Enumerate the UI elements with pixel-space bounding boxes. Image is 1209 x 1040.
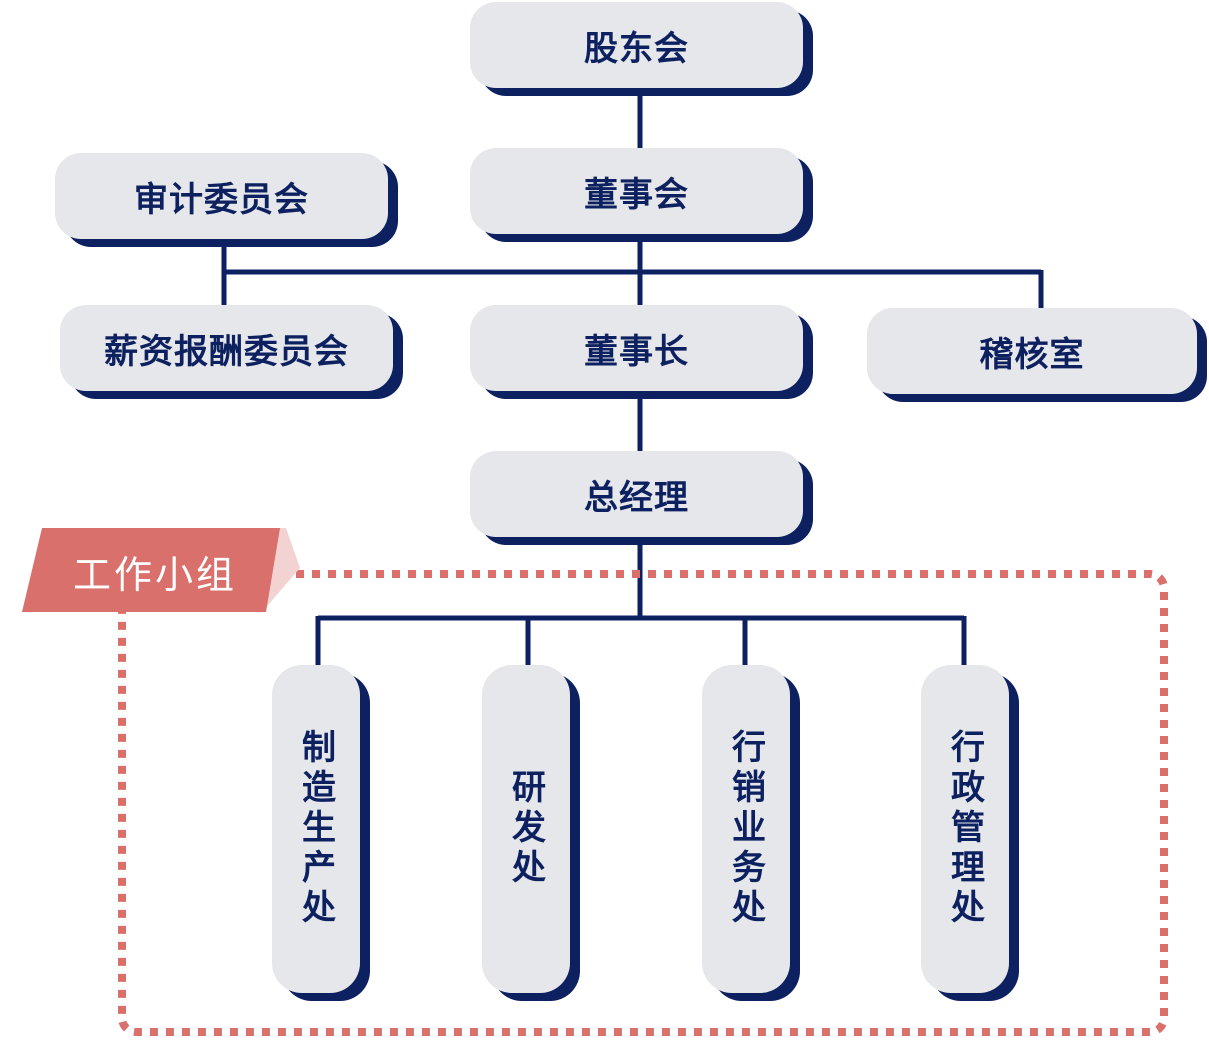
work-group-tag-shape: [22, 528, 300, 612]
department-box-marketing: 行销业务处: [702, 665, 790, 993]
compensation-committee-box: 薪资报酬委员会: [60, 305, 393, 391]
work-group-label: 工作小组: [72, 552, 237, 597]
audit-committee-box: 审计委员会: [55, 153, 388, 239]
board-box: 董事会: [470, 148, 803, 234]
general-manager-box: 总经理: [470, 451, 803, 537]
audit-office-box: 稽核室: [867, 308, 1197, 394]
department-box-manufacturing: 制造生产处: [272, 665, 360, 993]
department-box-administration: 行政管理处: [921, 665, 1009, 993]
department-box-rnd: 研发处: [482, 665, 570, 993]
chairman-box: 董事长: [470, 305, 803, 391]
work-group-frame: [118, 570, 1168, 1036]
shareholders-box: 股东会: [470, 2, 803, 88]
